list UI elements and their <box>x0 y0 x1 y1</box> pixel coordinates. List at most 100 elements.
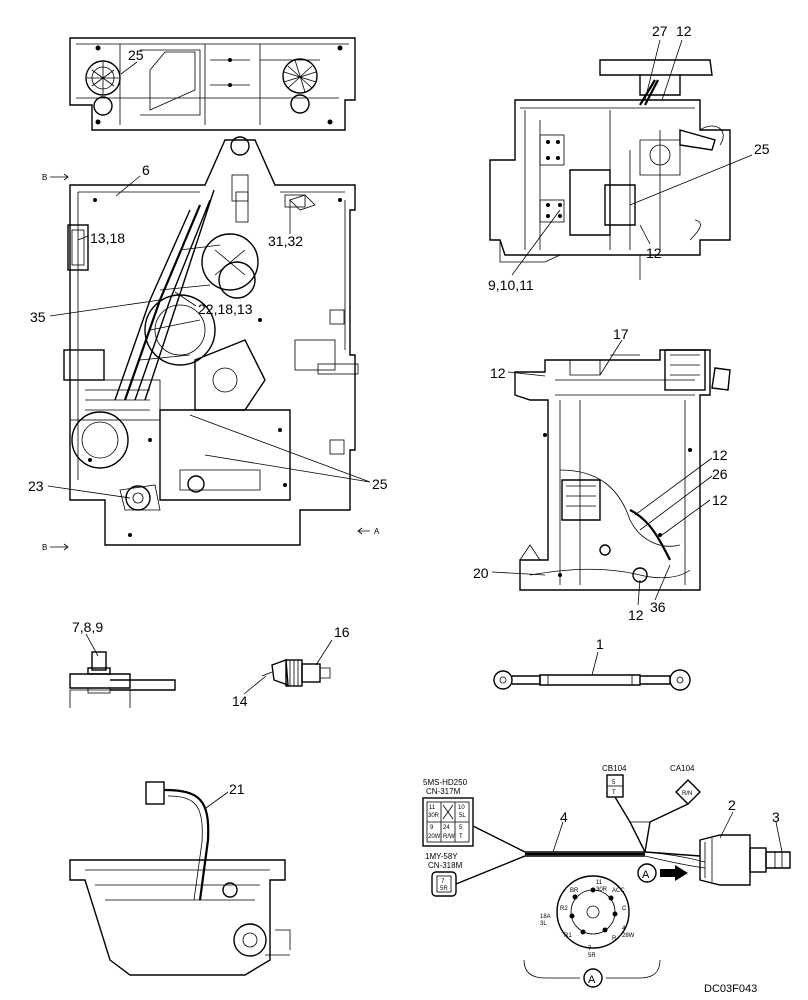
section-mark-a: A <box>357 527 380 536</box>
callout-16: 16 <box>334 624 350 640</box>
harness-frame-drawing <box>514 349 731 591</box>
cn317-pin-9: 9 <box>430 825 434 831</box>
cb104-pin-5: 5 <box>612 780 616 786</box>
callout-13-18: 13,18 <box>90 230 125 246</box>
leader-17 <box>599 339 623 376</box>
callout-9-10-11: 9,10,11 <box>488 277 534 293</box>
callout-12-r2: 12 <box>712 492 728 508</box>
callout-26: 26 <box>712 466 728 482</box>
callout-25-mid: 25 <box>372 476 388 492</box>
cn317-pin-24: 24 <box>443 825 450 831</box>
callout-12-tr: 12 <box>676 23 692 39</box>
cn318-part-no: 1MY-58Y <box>425 852 458 861</box>
switch-pin-r: R <box>612 936 617 942</box>
leader-13-18 <box>77 235 89 241</box>
leader-2 <box>719 811 734 839</box>
ground-cable-drawing <box>493 669 691 691</box>
section-b-bottom-label: B <box>42 543 47 552</box>
callout-20: 20 <box>473 565 489 581</box>
ca104-pin: R/N <box>682 791 692 797</box>
leader-3 <box>775 821 783 853</box>
ca104-label: CA104 <box>670 764 695 773</box>
view-a-bottom-label: A <box>588 974 596 986</box>
cn318-name: CN-318M <box>428 861 463 870</box>
cn317-pin-10: 10 <box>458 805 465 811</box>
callout-1: 1 <box>596 636 604 652</box>
view-a-marker: A <box>637 863 688 883</box>
callout-3: 3 <box>772 809 780 825</box>
section-mark-b-top: B <box>42 173 69 182</box>
leader-9-10-11 <box>511 209 561 276</box>
cn317-pin-5: 5 <box>459 825 463 831</box>
callout-12-mr: 12 <box>490 365 506 381</box>
leader-12-r1 <box>634 457 713 516</box>
callout-22-18-13: 22,18,13 <box>198 301 253 317</box>
leader-20 <box>491 571 546 576</box>
main-frame-drawing <box>63 136 359 546</box>
leader-12-tr <box>661 39 683 101</box>
view-a-bottom-marker: A <box>583 968 603 988</box>
cb104-label: CB104 <box>602 764 627 773</box>
ignition-harness-drawing <box>422 774 791 979</box>
callout-27: 27 <box>652 23 668 39</box>
leader-22 <box>174 291 197 307</box>
callout-4: 4 <box>560 809 568 825</box>
leader-25-top <box>120 61 138 75</box>
section-b-top-label: B <box>42 173 47 182</box>
callout-12-r3: 12 <box>628 607 644 623</box>
leader-14 <box>243 675 267 695</box>
cn318-pin-7: 7 <box>441 879 445 885</box>
section-mark-b-bottom: B <box>42 543 69 552</box>
leader-12-r3 <box>637 579 641 606</box>
switch-pin-r2: R2 <box>560 906 568 912</box>
leader-35 <box>49 299 161 317</box>
callout-7-8-9: 7,8,9 <box>72 619 103 635</box>
leader-23 <box>47 485 131 499</box>
switch-pin-r1: R1 <box>564 933 572 939</box>
leader-12-right-low <box>639 224 651 245</box>
callout-6: 6 <box>142 162 150 178</box>
leader-4 <box>552 821 564 853</box>
switch-pin-c: C <box>622 906 627 912</box>
cn317-part-no: 5MS-HD250 <box>423 778 468 787</box>
callout-31-32: 31,32 <box>268 233 303 249</box>
leader-36 <box>654 564 671 601</box>
tank-hose-drawing <box>69 781 291 976</box>
sensor-drawing <box>261 659 331 687</box>
switch-pin-acc: ACC <box>612 888 625 894</box>
switch-pin-br: BR <box>570 888 579 894</box>
cn317-pin-t: T <box>459 834 463 840</box>
cn317-pin-11: 11 <box>429 805 436 811</box>
callout-12-r1: 12 <box>712 447 728 463</box>
callout-23: 23 <box>28 478 44 494</box>
bolt-detail-drawing <box>69 651 176 708</box>
leader-21 <box>205 791 229 809</box>
leader-12-mr <box>507 371 546 377</box>
cn317-pin-30r: 30R <box>428 813 440 819</box>
cn317-pin-20w: 20W <box>428 834 441 840</box>
leader-12-r2 <box>661 499 711 536</box>
callout-17: 17 <box>613 326 629 342</box>
callout-35: 35 <box>30 309 46 325</box>
callout-14: 14 <box>232 693 248 709</box>
callout-2: 2 <box>728 797 736 813</box>
leader-27 <box>644 39 661 101</box>
cn318-pin-5r: 5R <box>440 886 448 892</box>
callout-25-top: 25 <box>128 47 144 63</box>
callout-12-right-low: 12 <box>646 245 662 261</box>
leader-16 <box>315 639 333 666</box>
cn317-pin-5l: 5L <box>459 813 466 819</box>
cn317-pin-rw: R/W <box>443 834 455 840</box>
leader-25-right <box>629 154 753 206</box>
callout-21: 21 <box>229 781 245 797</box>
drawing-code: DC03F043 <box>704 983 757 995</box>
section-a-label: A <box>374 527 380 536</box>
engine-side-drawing <box>489 59 731 280</box>
leader-25-mid <box>189 414 371 483</box>
leader-6 <box>115 175 141 197</box>
leader-7-8-9 <box>85 633 99 657</box>
